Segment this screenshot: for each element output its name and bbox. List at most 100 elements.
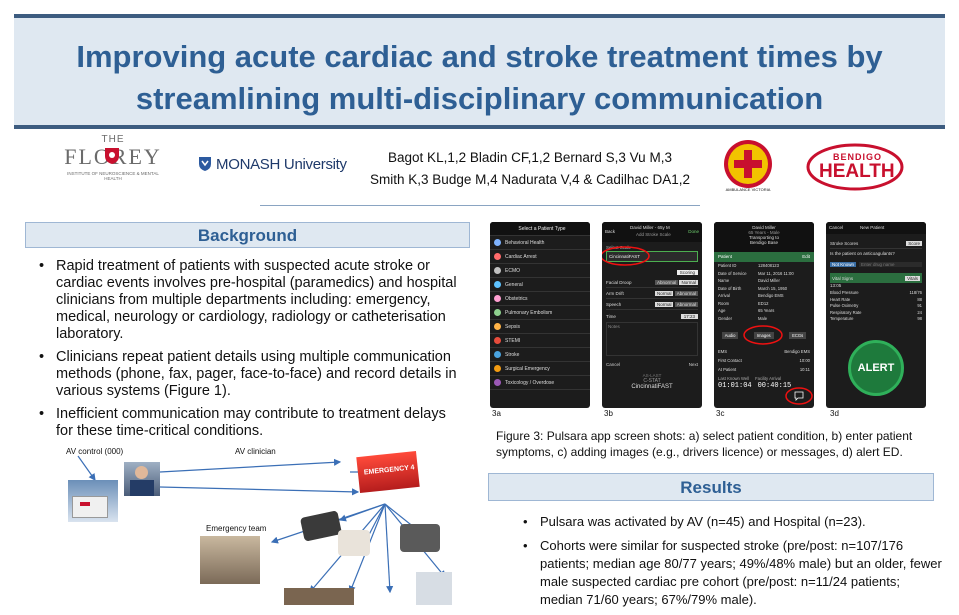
emergency-team-photo [200, 536, 260, 584]
florey-logo: THE FLOREY INSTITUTE OF NEUROSCIENCE & M… [58, 134, 168, 194]
screen-d-header: Cancel New Patient [826, 222, 926, 234]
screenshot-b: Back David Miller - 65y M Add Stroke Sca… [602, 222, 702, 408]
emergency-sign-text: EMERGENCY 4 [363, 464, 415, 477]
bendigo-bottom-text: HEALTH [819, 161, 895, 182]
vitals-button[interactable]: Vitals [905, 275, 920, 281]
images-button[interactable]: Images [753, 331, 774, 339]
results-heading: Results [488, 473, 934, 501]
background-bullets: Rapid treatment of patients with suspect… [36, 258, 466, 446]
screen-b-header: Back David Miller - 65y M Add Stroke Sca… [602, 222, 702, 242]
scoring-row: Scoring [602, 262, 702, 277]
alert-button[interactable]: ALERT [848, 340, 904, 396]
highlight-circle [743, 325, 783, 345]
title-line-2: streamlining multi-disciplinary communic… [135, 81, 824, 116]
monash-shield-icon [199, 157, 211, 171]
desk-phone-photo [400, 524, 440, 552]
patient-type-item: Toxicology / Overdose [490, 376, 590, 390]
screenshot-a: Select a Patient Type Behavioral Health … [490, 222, 590, 408]
bendigo-health-logo: BENDIGO HEALTH [805, 142, 905, 192]
patient-type-item: Stroke [490, 348, 590, 362]
ambulance-victoria-text: AMBULANCE VICTORIA [726, 187, 771, 192]
screenshot-a-label: 3a [492, 409, 501, 418]
cancel-button[interactable]: Cancel [829, 225, 844, 230]
av-control-label: AV control (000) [66, 447, 124, 456]
audio-button[interactable]: Audio [721, 331, 739, 339]
patient-type-item: Surgical Emergency [490, 362, 590, 376]
emergency-sign-photo: EMERGENCY 4 [356, 450, 420, 494]
not-known-button[interactable]: Not Known [830, 261, 857, 267]
emergency-team-label: Emergency team [206, 524, 267, 533]
clinician-photo [416, 572, 452, 605]
ecgs-button[interactable]: ECGs [789, 331, 807, 339]
scale-option: CincinnatiFAST [631, 384, 673, 390]
next-button[interactable]: Next [688, 362, 698, 367]
screen-a-header: Select a Patient Type [490, 222, 590, 236]
patient-type-item: Pulmonary Embolism [490, 306, 590, 320]
results-bullet: Pulsara was activated by AV (n=45) and H… [520, 513, 945, 531]
background-heading: Background [25, 222, 470, 248]
patient-type-item: Cardiac Arrest [490, 250, 590, 264]
ambulance-photo [68, 480, 118, 522]
screenshot-d-label: 3d [830, 409, 839, 418]
media-buttons: Audio Images ECGs [714, 325, 814, 345]
results-bullet: Cohorts were similar for suspected strok… [520, 537, 945, 609]
screen-b-actions: Cancel Next [602, 356, 702, 373]
patient-type-item: Obstetrics [490, 292, 590, 306]
screen-c-header: David Miller 65 Years - Male Transportin… [714, 222, 814, 252]
ambulance-victoria-logo: AMBULANCE VICTORIA [724, 140, 772, 192]
cancel-button[interactable]: Cancel [606, 362, 621, 367]
scale-option: AS-LAST [642, 373, 662, 378]
florey-subtitle: INSTITUTE OF NEUROSCIENCE & MENTAL HEALT… [67, 171, 159, 181]
author-line-2: Smith K,3 Budge M,4 Nadurata V,4 & Cadil… [370, 172, 690, 187]
scale-select[interactable]: CincinnatiFAST [602, 246, 698, 266]
score-button[interactable]: Score [906, 240, 922, 246]
screenshot-c: David Miller 65 Years - Male Transportin… [714, 222, 814, 408]
patient-type-item: STEMI [490, 334, 590, 348]
alert-label: ALERT [857, 362, 895, 374]
edit-button[interactable]: Edit [802, 254, 810, 259]
message-icon[interactable] [784, 386, 814, 406]
patient-type-item: Sepsis [490, 320, 590, 334]
communication-diagram: AV control (000) AV clinician Emergency … [40, 442, 480, 605]
bendigo-swoosh-icon [806, 143, 904, 191]
paramedic-photo [124, 462, 160, 496]
poster-title: Improving acute cardiac and stroke treat… [14, 36, 945, 120]
screenshot-b-label: 3b [604, 409, 613, 418]
header-divider [260, 205, 700, 206]
av-clinician-label: AV clinician [235, 447, 276, 456]
screenshot-c-label: 3c [716, 409, 725, 418]
fax-photo [284, 588, 354, 605]
patient-type-item: Behavioral Health [490, 236, 590, 250]
notes-field[interactable]: Notes [606, 322, 698, 356]
monash-wordmark: MONASH University [216, 155, 347, 173]
figure-caption: Figure 3: Pulsara app screen shots: a) s… [496, 429, 913, 459]
drug-name-input[interactable]: Enter drug name [859, 261, 922, 267]
background-bullet: Inefficient communication may contribute… [36, 406, 466, 440]
patient-type-item: ECMO [490, 264, 590, 278]
patient-type-item: General [490, 278, 590, 292]
title-banner [14, 14, 945, 129]
background-bullet: Rapid treatment of patients with suspect… [36, 258, 466, 343]
bendigo-top-text: BENDIGO [833, 152, 883, 162]
